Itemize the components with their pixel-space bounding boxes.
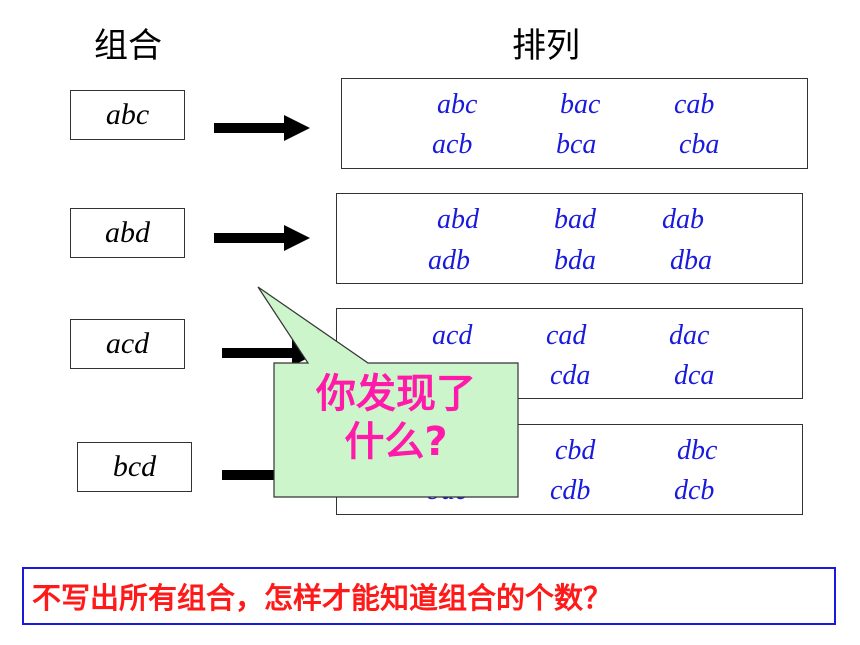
permutation-box-2: abd bad dab adb bda dba [336, 193, 803, 284]
callout-text: 你发现了 什么? [276, 370, 516, 466]
combination-box-4: bcd [77, 442, 192, 492]
question-banner: 不写出所有组合，怎样才能知道组合的个数？ [22, 567, 836, 625]
arrow-icon [214, 225, 310, 251]
arrow-icon [214, 115, 310, 141]
permutation-item: abc [437, 89, 478, 120]
permutation-item: adb [428, 245, 470, 276]
permutation-item: dbc [677, 435, 718, 466]
question-text: 不写出所有组合，怎样才能知道组合的个数？ [32, 581, 613, 615]
permutation-item: acb [432, 129, 473, 160]
permutation-item: bda [554, 245, 596, 276]
permutation-item: cad [546, 320, 587, 351]
permutation-item: cba [679, 129, 720, 160]
combination-box-1: abc [70, 90, 185, 140]
permutation-item: cda [550, 360, 591, 391]
heading-combination: 组合 [94, 26, 162, 66]
permutation-item: cbd [555, 435, 596, 466]
combination-box-2: abd [70, 208, 185, 258]
permutation-item: cab [674, 89, 715, 120]
permutation-item: dcb [674, 475, 715, 506]
permutation-item: abd [437, 204, 479, 235]
permutation-item: bad [554, 204, 596, 235]
callout-line-2: 什么? [344, 419, 448, 465]
permutation-item: acd [432, 320, 473, 351]
permutation-item: bac [560, 89, 601, 120]
callout-line-1: 你发现了 [316, 371, 476, 417]
permutation-item: cdb [550, 475, 591, 506]
heading-permutation: 排列 [512, 26, 580, 66]
permutation-item: dac [669, 320, 710, 351]
permutation-item: dca [674, 360, 715, 391]
permutation-item: bca [556, 129, 597, 160]
permutation-item: dba [670, 245, 712, 276]
permutation-item: dab [662, 204, 704, 235]
combination-box-3: acd [70, 319, 185, 369]
permutation-box-1: abc bac cab acb bca cba [341, 78, 808, 169]
